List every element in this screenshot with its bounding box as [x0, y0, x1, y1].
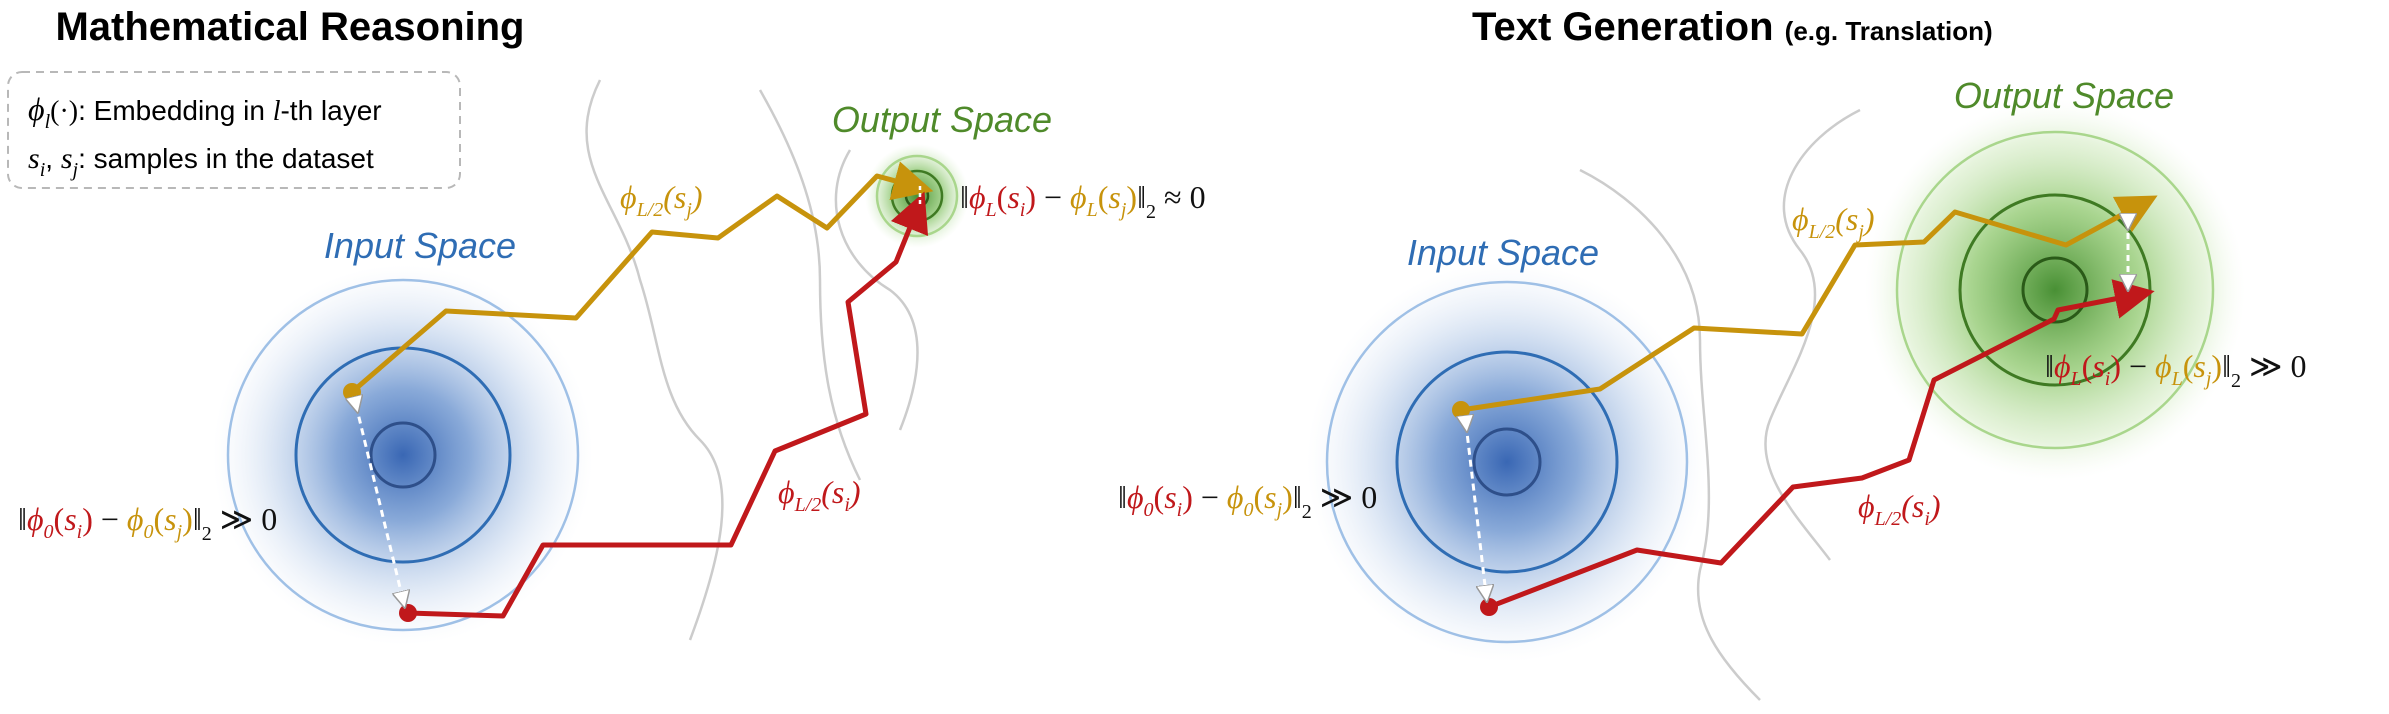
- left-path-i-label: ϕL/2(si): [778, 474, 861, 516]
- left-input-distance-formula: ‖ϕ0(si) − ϕ0(sj)‖2 ≫ 0: [18, 501, 277, 545]
- left-input-glow: [213, 265, 593, 645]
- legend-line-samples: si, sj: samples in the dataset: [28, 142, 374, 181]
- left-input-space-label: Input Space: [324, 225, 516, 266]
- right-output-glow: [1865, 100, 2245, 480]
- right-input-distance-arrow: [1466, 424, 1486, 594]
- left-boundary-curve-3: [834, 149, 919, 431]
- right-input-distance-formula: ‖ϕ0(si) − ϕ0(sj)‖2 ≫ 0: [1118, 479, 1377, 523]
- left-output-space-label: Output Space: [832, 99, 1052, 140]
- right-boundary-curve-1: [1579, 168, 1761, 701]
- left-start-point-i: [399, 604, 417, 622]
- left-output-space: [865, 144, 969, 248]
- left-path-sample-i: [407, 191, 929, 619]
- right-input-ring-outer: [1325, 280, 1689, 644]
- left-panel-title: Mathematical Reasoning: [55, 5, 524, 49]
- right-path-sample-j: [1460, 195, 2158, 413]
- right-panel: Text Generation (e.g. Translation) Input…: [1118, 5, 2307, 701]
- right-input-space-label: Input Space: [1407, 232, 1599, 273]
- right-output-distance-formula: ‖ϕL(si) − ϕL(sj)‖2 ≫ 0: [2045, 348, 2307, 392]
- right-input-ring-middle: [1395, 350, 1619, 574]
- right-panel-title: Text Generation (e.g. Translation): [1472, 5, 1993, 49]
- left-panel: Mathematical Reasoning ϕl(·): Embedding …: [7, 5, 1206, 645]
- legend-border: [7, 71, 461, 189]
- legend-line-embedding: ϕl(·): Embedding in l-th layer: [28, 91, 382, 133]
- right-path-j-label: ϕL/2(sj): [1792, 201, 1875, 243]
- left-input-distance-arrow: [356, 405, 403, 600]
- left-path-j-label: ϕL/2(sj): [620, 179, 703, 221]
- left-output-distance-formula: ‖ϕL(si) − ϕL(sj)‖2 ≈ 0: [960, 179, 1206, 223]
- left-boundary-curve-1: [585, 79, 724, 641]
- left-output-glow: [865, 144, 969, 248]
- right-path-sample-i: [1488, 279, 2155, 610]
- right-output-ring-inner: [2021, 256, 2089, 324]
- left-path-sample-j: [350, 161, 934, 394]
- left-input-space: [213, 265, 593, 645]
- right-output-ring-outer: [1895, 130, 2215, 450]
- right-start-point-i: [1480, 598, 1498, 616]
- left-input-ring-outer: [226, 278, 580, 632]
- right-output-space-label: Output Space: [1954, 75, 2174, 116]
- legend-box: ϕl(·): Embedding in l-th layer si, sj: s…: [7, 71, 461, 189]
- right-boundary-curve-2: [1764, 108, 1861, 561]
- right-start-point-j: [1452, 401, 1470, 419]
- left-start-point-j: [343, 383, 361, 401]
- right-path-i-label: ϕL/2(si): [1858, 488, 1941, 530]
